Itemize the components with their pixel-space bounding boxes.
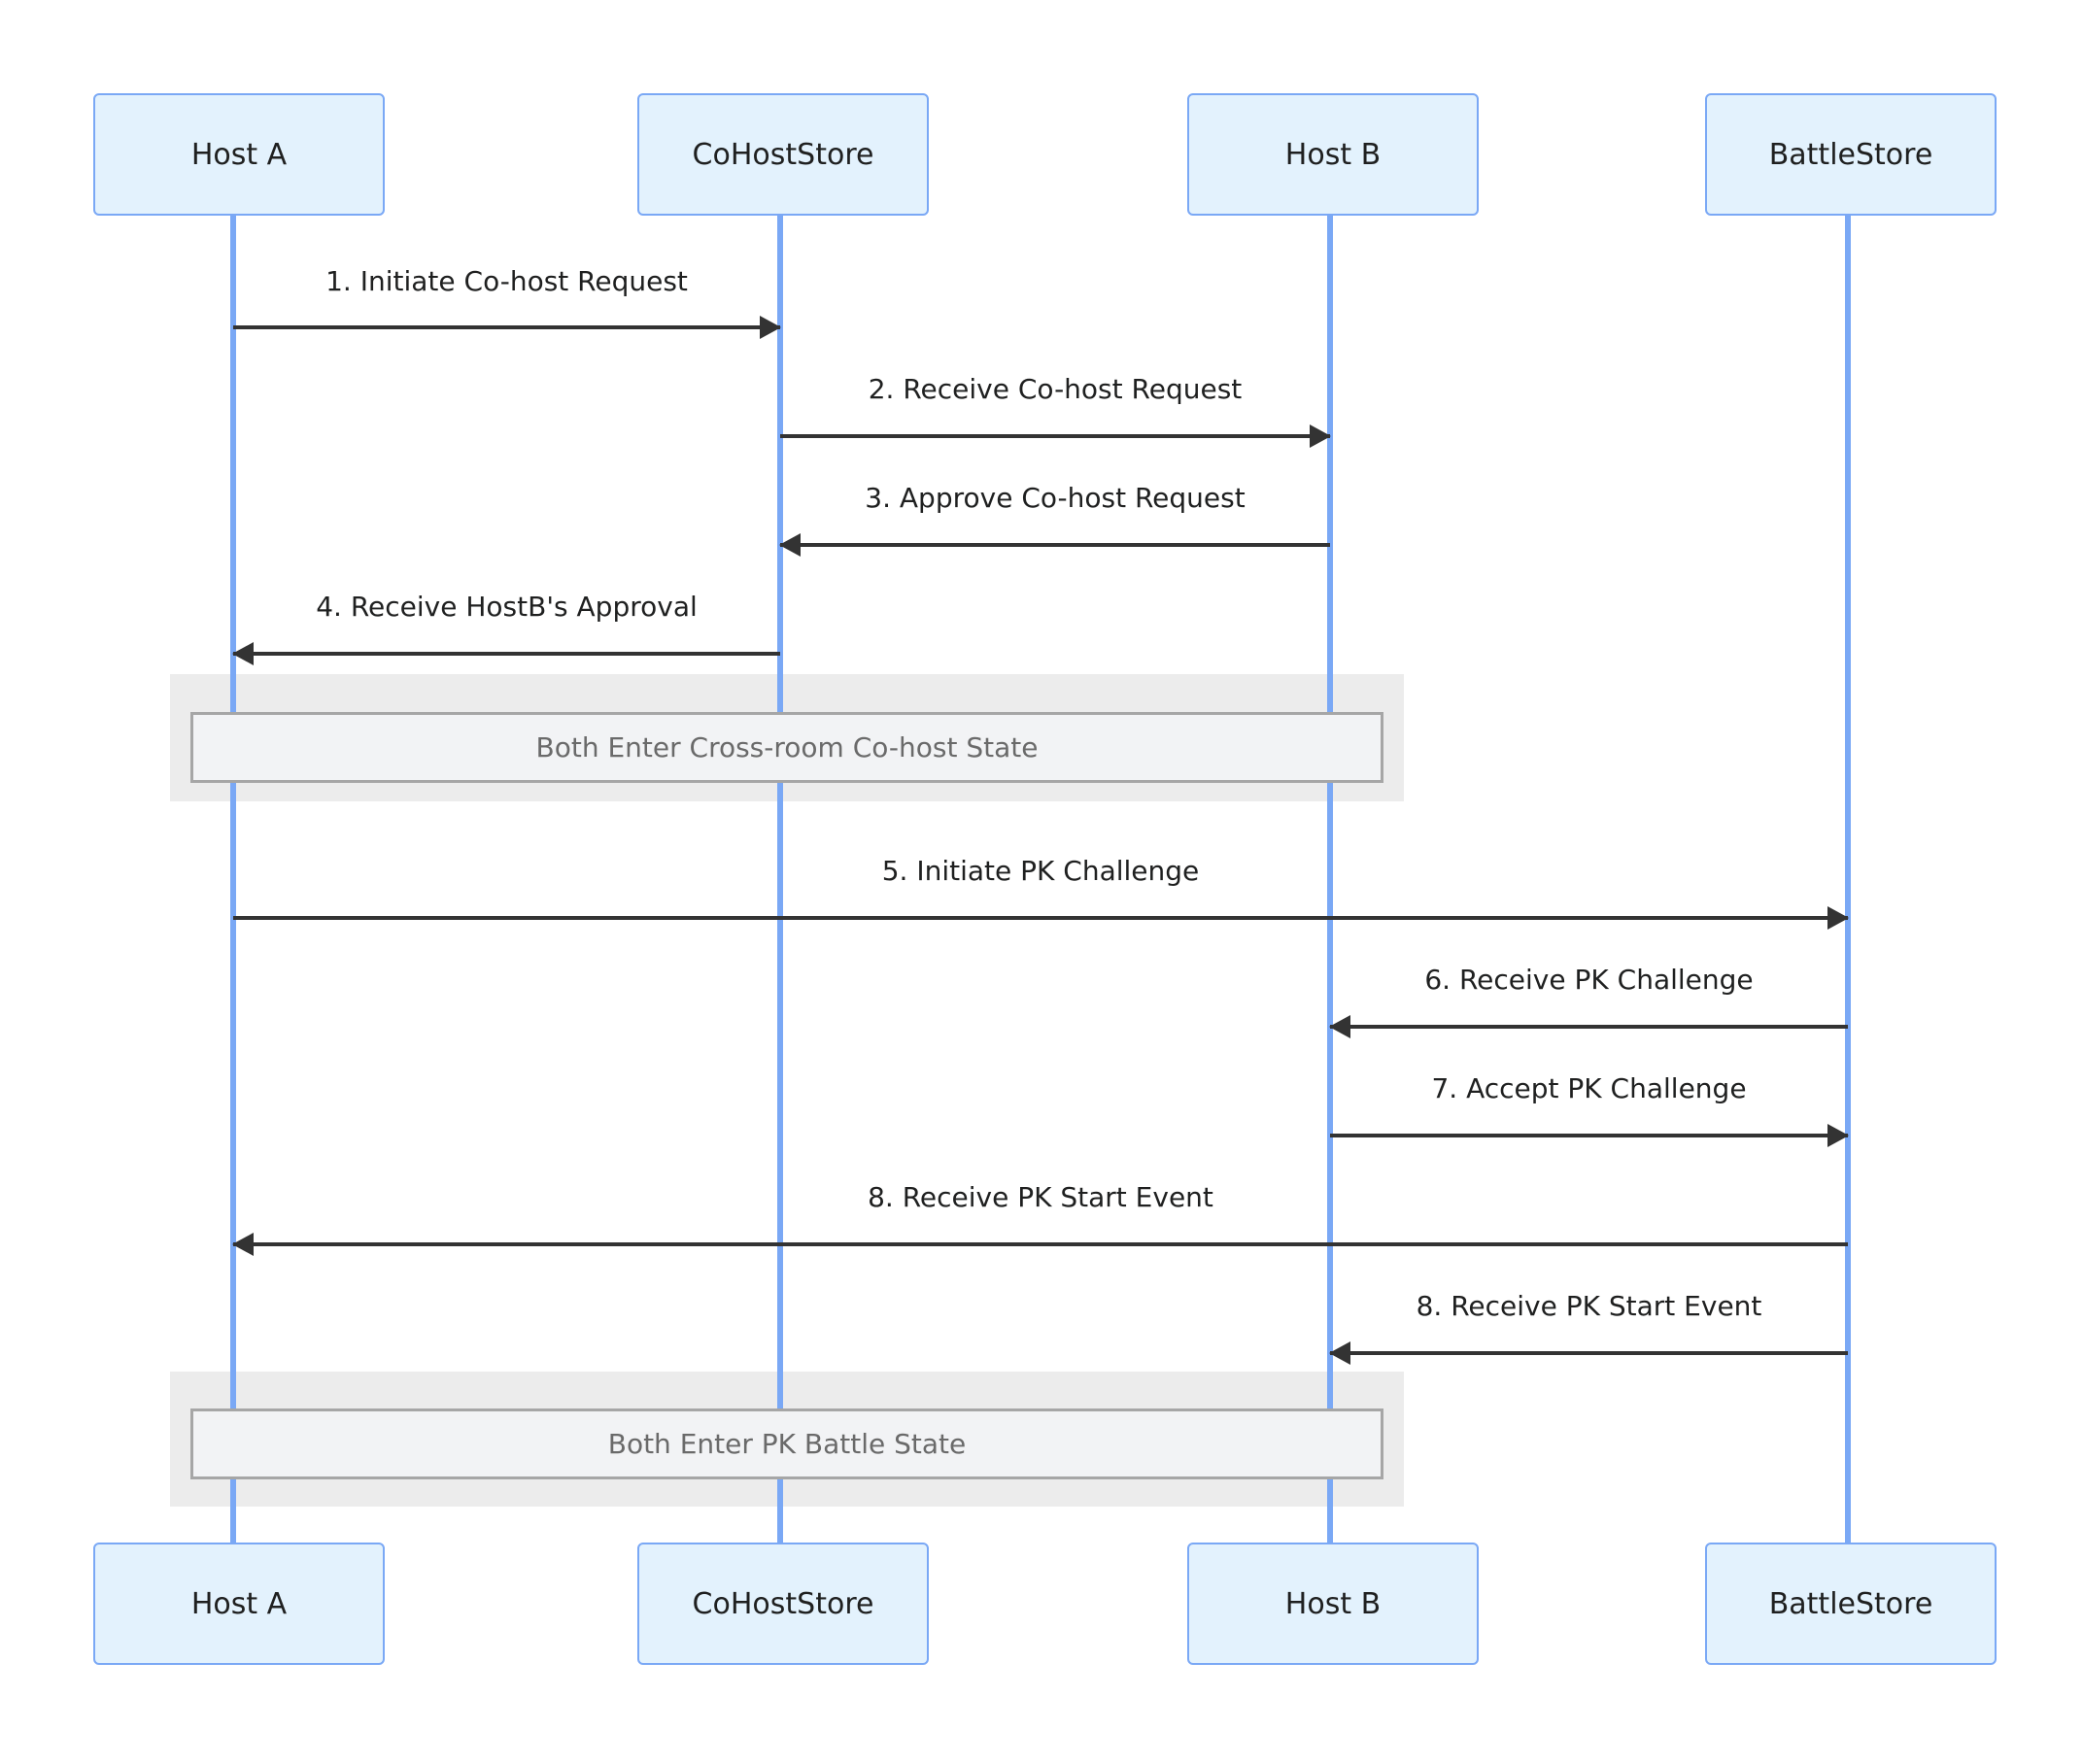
actor-label: BattleStore [1768,137,1933,172]
actor-box-hostA-bottom[interactable]: Host A [93,1543,385,1665]
arrowhead-left-icon [232,1233,254,1256]
note-cohost-state: Both Enter Cross-room Co-host State [190,712,1383,783]
note-pk-battle-state: Both Enter PK Battle State [190,1408,1383,1479]
actor-box-hostB-bottom[interactable]: Host B [1187,1543,1479,1665]
actor-label: Host B [1284,137,1382,172]
arrowhead-left-icon [232,642,254,665]
lifeline-battlestore [1845,216,1851,1543]
actor-label: BattleStore [1768,1586,1933,1621]
message-label: 4. Receive HostB's Approval [316,591,698,623]
message-label: 1. Initiate Co-host Request [325,265,688,297]
message-line [1330,1025,1848,1029]
arrowhead-left-icon [1329,1341,1350,1365]
actor-label: Host A [190,1586,288,1621]
arrowhead-right-icon [1827,1124,1849,1147]
message-line [233,916,1848,920]
arrowhead-right-icon [760,316,781,339]
message-label: 3. Approve Co-host Request [865,482,1246,514]
message-line [1330,1134,1848,1137]
arrowhead-left-icon [1329,1015,1350,1038]
message-label: 2. Receive Co-host Request [868,373,1243,405]
actor-box-battlestore-top[interactable]: BattleStore [1705,93,1997,216]
actor-label: Host B [1284,1586,1382,1621]
message-label: 6. Receive PK Challenge [1424,964,1754,996]
actor-label: Host A [190,137,288,172]
message-line [233,325,780,329]
note-text: Both Enter Cross-room Co-host State [535,731,1039,763]
actor-box-hostA-top[interactable]: Host A [93,93,385,216]
message-line [233,1242,1848,1246]
message-line [780,434,1330,438]
message-line [233,652,780,656]
message-label: 8. Receive PK Start Event [1416,1290,1762,1322]
actor-box-hostB-top[interactable]: Host B [1187,93,1479,216]
message-label: 8. Receive PK Start Event [868,1181,1213,1213]
arrowhead-right-icon [1310,424,1331,448]
message-line [1330,1351,1848,1355]
actor-box-cohoststore-bottom[interactable]: CoHostStore [637,1543,929,1665]
actor-box-cohoststore-top[interactable]: CoHostStore [637,93,929,216]
lifeline-hostB [1327,216,1333,1543]
message-line [780,543,1330,547]
lifeline-cohoststore [777,216,783,1543]
note-text: Both Enter PK Battle State [607,1428,967,1460]
message-label: 5. Initiate PK Challenge [881,855,1200,887]
actor-label: CoHostStore [692,1586,874,1621]
message-label: 7. Accept PK Challenge [1431,1072,1747,1104]
arrowhead-left-icon [779,533,801,557]
arrowhead-right-icon [1827,906,1849,930]
actor-label: CoHostStore [692,137,874,172]
lifeline-hostA [230,216,236,1543]
actor-box-battlestore-bottom[interactable]: BattleStore [1705,1543,1997,1665]
